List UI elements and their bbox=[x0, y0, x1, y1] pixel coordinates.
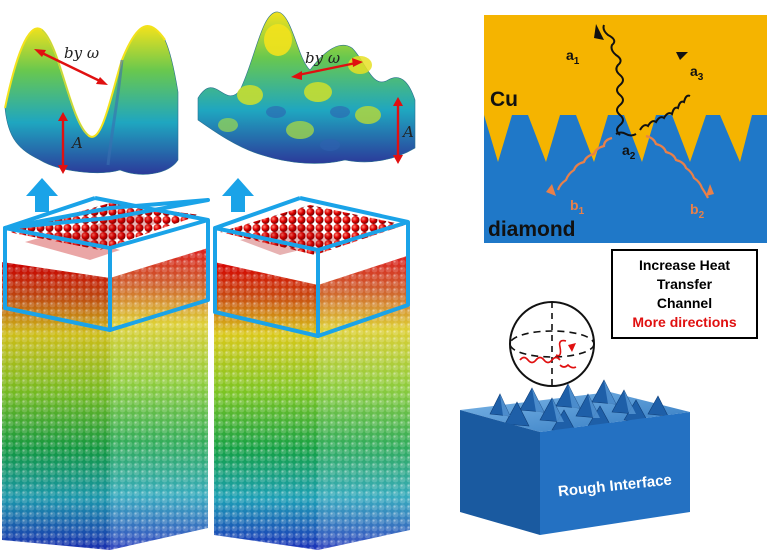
phonon-b2-label: b2 bbox=[690, 201, 705, 221]
up-arrow-left bbox=[26, 178, 58, 212]
phonon-a3-path bbox=[639, 94, 691, 131]
info-line-3: Channel bbox=[656, 295, 713, 311]
amplitude-label-right: A bbox=[401, 123, 414, 141]
amplitude-arrow-right bbox=[393, 97, 403, 164]
interface-panel: Cu diamond a1 a2 a3 b1 b2 bbox=[484, 15, 767, 243]
atom-column-left bbox=[2, 196, 210, 550]
heat-transfer-info-box: Increase Heat Transfer Channel More dire… bbox=[611, 249, 758, 339]
amplitude-arrow-left bbox=[58, 112, 68, 174]
frequency-label-right: by ω bbox=[305, 49, 340, 67]
info-line-4: More directions bbox=[632, 314, 737, 330]
info-line-1: Increase Heat bbox=[638, 257, 731, 273]
amplitude-label-left: A bbox=[70, 134, 83, 152]
phonon-a2-label: a2 bbox=[622, 142, 636, 162]
phonon-b1-label: b1 bbox=[570, 197, 585, 217]
frequency-arrow-left bbox=[34, 49, 108, 85]
frequency-arrow-right bbox=[291, 58, 363, 80]
phonon-a3-label: a3 bbox=[690, 63, 704, 83]
direction-sphere bbox=[509, 301, 595, 387]
rough-interface-block: Rough Interface bbox=[460, 379, 690, 535]
info-line-2: Transfer bbox=[656, 276, 713, 292]
wave-surface-left: by ω A bbox=[4, 25, 179, 175]
phonon-b1-path bbox=[556, 136, 613, 191]
frequency-label-left: by ω bbox=[64, 44, 99, 62]
phonon-b2-path bbox=[645, 134, 709, 199]
phonon-a1-path bbox=[602, 24, 624, 136]
atom-column-right bbox=[213, 196, 410, 550]
diamond-label: diamond bbox=[488, 218, 576, 241]
cu-label: Cu bbox=[490, 88, 518, 111]
wave-surface-right: by ω A bbox=[197, 11, 416, 164]
up-arrow-right bbox=[222, 178, 254, 212]
phonon-a1-label: a1 bbox=[566, 47, 580, 67]
